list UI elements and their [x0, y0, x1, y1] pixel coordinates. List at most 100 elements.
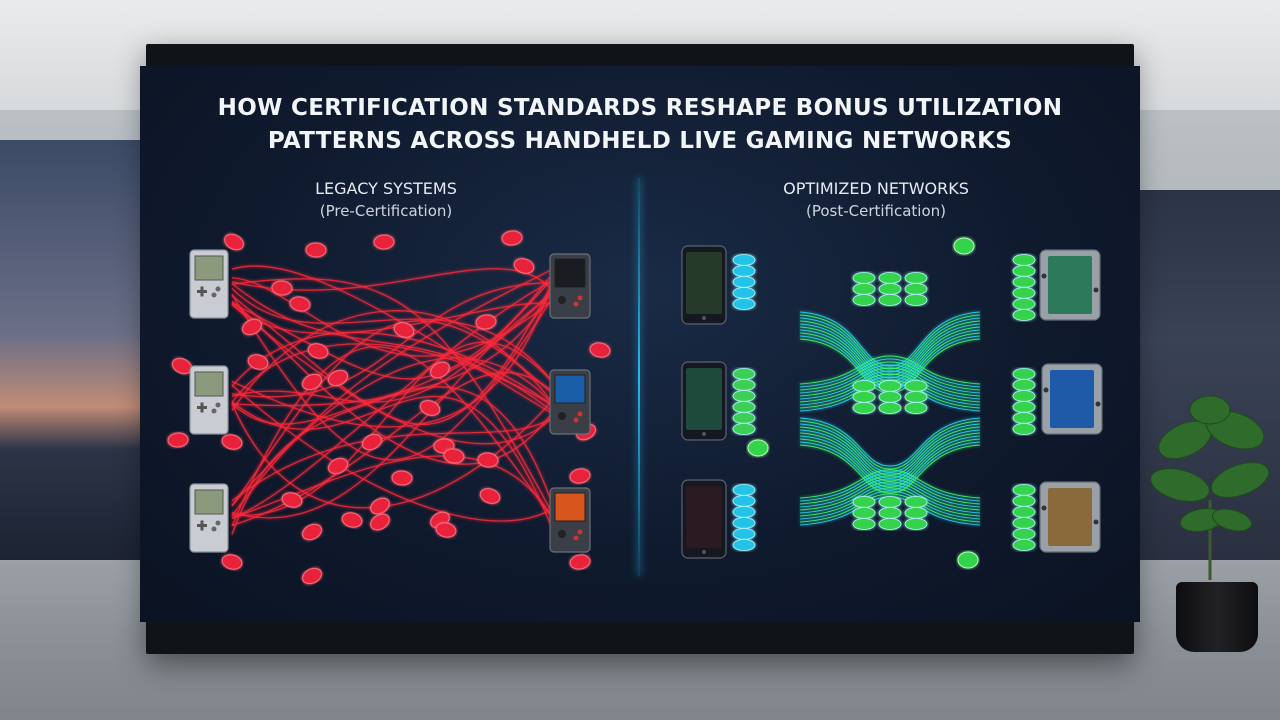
red-bonus-chip — [435, 522, 457, 538]
optimized-bundle-line — [799, 493, 981, 523]
legacy-handheld-2-dpad-icon-v — [200, 402, 204, 413]
legacy-handheld-3-button-b — [211, 526, 217, 532]
center-chip-grid — [904, 294, 928, 306]
optimized-bundle-line — [799, 320, 981, 376]
red-bonus-chip — [477, 452, 499, 468]
cyan-chip-stack — [732, 298, 756, 310]
optimized-bundle-line — [799, 435, 981, 485]
green-chip-stack — [1012, 539, 1036, 551]
green-chip-stack — [1012, 506, 1036, 518]
center-chip-grid — [878, 294, 902, 306]
title-line-2: PATTERNS ACROSS HANDHELD LIVE GAMING NET… — [267, 128, 1013, 154]
optimized-subheading: (Post-Certification) — [805, 202, 947, 220]
green-chip-stack — [1012, 368, 1036, 380]
legacy-connection-line — [231, 304, 556, 445]
optimized-console-3-screen — [1048, 488, 1092, 546]
optimized-bundle-line — [799, 475, 981, 505]
legacy-connection-line — [231, 286, 556, 535]
center-chip-grid — [852, 496, 876, 508]
green-chip-stack — [1012, 484, 1036, 496]
legacy-handheld-5-screen — [554, 374, 586, 404]
optimized-console-1-stick-right — [1093, 287, 1099, 293]
green-bonus-chip — [957, 551, 979, 569]
right-window — [1140, 190, 1280, 560]
optimized-bundle-line — [799, 420, 981, 470]
legacy-handheld-1-screen — [194, 255, 224, 281]
red-bonus-chip — [370, 513, 390, 531]
legacy-handheld-6-dpad-icon — [558, 530, 566, 538]
legacy-connection-line — [231, 277, 556, 357]
green-chip-stack — [732, 379, 756, 391]
legacy-connection-line — [231, 277, 556, 426]
potted-plant-icon — [1150, 395, 1270, 580]
optimized-bundle-line — [799, 432, 981, 482]
center-chip-grid — [904, 518, 928, 530]
optimized-console-2-stick-right — [1095, 401, 1101, 407]
red-bonus-chip — [443, 448, 465, 464]
green-chip-stack — [1012, 401, 1036, 413]
green-chip-stack — [1012, 254, 1036, 266]
optimized-bundle-line — [799, 469, 981, 499]
optimized-console-2-screen — [1050, 370, 1094, 428]
panel-divider — [638, 178, 640, 576]
red-bonus-chip — [569, 554, 591, 570]
legacy-connection-line — [231, 343, 556, 408]
red-bonus-chip — [247, 354, 269, 370]
red-bonus-chip — [370, 497, 390, 515]
optimized-bundle-line — [799, 332, 981, 388]
legacy-connection-line — [231, 265, 556, 416]
optimized-phone-2-home-button — [702, 432, 706, 436]
legacy-handheld-2-button-a — [215, 402, 221, 408]
optimized-console-3-stick-left — [1041, 505, 1047, 511]
green-chip-stack — [732, 401, 756, 413]
legacy-handheld-4-button-a — [577, 295, 583, 301]
legacy-connection-line — [231, 415, 556, 502]
center-chip-grid — [904, 283, 928, 295]
legacy-handheld-6-screen — [554, 492, 586, 522]
legacy-connection-line — [231, 320, 556, 507]
network-diagram — [167, 230, 1103, 585]
legacy-connection-line — [231, 278, 556, 519]
red-bonus-chip — [307, 343, 329, 359]
optimized-bundle-line — [799, 484, 981, 514]
red-bonus-chip — [327, 457, 349, 475]
red-bonus-chip — [302, 567, 322, 585]
legacy-panel-title: LEGACY SYSTEMS (Pre-Certification) — [236, 178, 536, 222]
center-chip-grid — [904, 507, 928, 519]
green-chip-stack — [1012, 298, 1036, 310]
optimized-bundle-line — [799, 376, 981, 406]
optimized-bundle-line — [799, 423, 981, 473]
red-bonus-chip — [589, 342, 611, 358]
center-chip-grid — [878, 283, 902, 295]
legacy-handheld-3-screen — [194, 489, 224, 515]
optimized-bundle-line — [799, 441, 981, 491]
optimized-bundle-line — [799, 438, 981, 488]
green-bonus-chip — [953, 237, 975, 255]
red-bonus-chip — [302, 523, 322, 541]
red-bonus-chip — [167, 432, 189, 448]
green-chip-stack — [1012, 517, 1036, 529]
red-bonus-chip — [224, 233, 244, 251]
center-chip-grid — [878, 507, 902, 519]
optimized-phone-3-home-button — [702, 550, 706, 554]
red-bonus-chip — [479, 488, 501, 504]
green-chip-stack — [1012, 423, 1036, 435]
green-chip-stack — [1012, 276, 1036, 288]
red-bonus-chip — [289, 296, 311, 312]
optimized-console-1-stick-left — [1041, 273, 1047, 279]
optimized-bundle-line — [799, 370, 981, 400]
legacy-connection-line — [231, 331, 556, 408]
optimized-bundle-line — [799, 314, 981, 370]
optimized-bundle-line — [799, 358, 981, 388]
red-bonus-chip — [281, 492, 303, 508]
center-chip-grid — [852, 380, 876, 392]
optimized-panel-title: OPTIMIZED NETWORKS (Post-Certification) — [726, 178, 1026, 222]
red-bonus-chip — [221, 554, 243, 570]
legacy-handheld-4-screen — [554, 258, 586, 288]
red-bonus-chip — [419, 400, 441, 416]
legacy-connection-line — [231, 346, 556, 527]
legacy-handheld-5-dpad-icon — [558, 412, 566, 420]
legacy-connection-line — [231, 282, 556, 398]
legacy-handheld-3-button-a — [215, 520, 221, 526]
optimized-phone-3-screen — [686, 486, 722, 548]
